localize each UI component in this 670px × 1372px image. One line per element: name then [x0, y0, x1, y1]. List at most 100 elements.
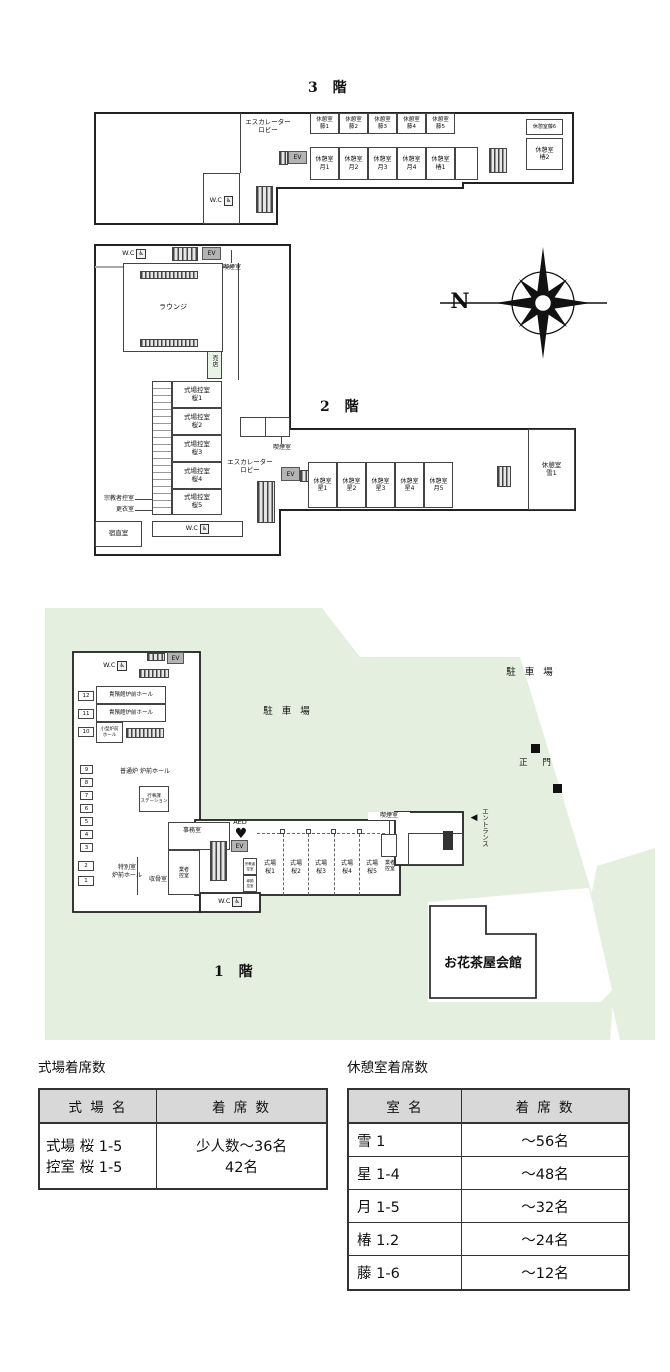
- wc-label-2f-top: W.C♿: [112, 249, 156, 259]
- floor2-title: 2 階: [320, 399, 364, 415]
- wheelchair-icon: ♿: [223, 196, 234, 206]
- floor3-escalator-lobby-label: エスカレーター ロビー: [245, 118, 291, 135]
- kaikan-label: お花茶屋会館: [443, 956, 522, 971]
- room-name-cell: 月 1-5: [349, 1190, 462, 1222]
- table-row: 式場 桜 1-5 控室 桜 1-5 少人数〜36名 42名: [40, 1124, 326, 1188]
- partition-marker: [306, 829, 311, 834]
- bench-3f: [489, 148, 507, 173]
- room-name-cell: 椿 1.2: [349, 1223, 462, 1255]
- room-tsuki1: 休憩室 月1: [310, 147, 339, 180]
- smoking-room-1f: [381, 834, 397, 857]
- gate-post-north: [531, 744, 540, 753]
- stairs-3f: [256, 186, 273, 213]
- table-row: 藤 1-6 〜12名: [349, 1256, 628, 1289]
- room-fuji4: 休憩室 藤4: [397, 113, 426, 134]
- elevator-1f-top: EV: [167, 652, 184, 664]
- seats-cell: 〜12名: [521, 1266, 569, 1282]
- elevator-3f: EV: [288, 151, 307, 164]
- elevator-1f-main: EV: [231, 840, 248, 852]
- bench-2f-right: [497, 466, 511, 487]
- clergy-leader: [135, 499, 152, 500]
- wc-text: W.C: [122, 249, 135, 257]
- room-name-cell: 雪 1: [349, 1124, 462, 1156]
- shop-label: 売店: [211, 355, 218, 367]
- rest-room-hoshi2: 休憩室 星2: [337, 462, 366, 508]
- night-duty-room: 宿直室: [95, 521, 142, 547]
- aed-heart-icon: ♥: [234, 826, 248, 842]
- room-name-cell: 藤 1-6: [349, 1256, 462, 1289]
- clergy-room-label-2f: 宗教者控室: [103, 495, 134, 502]
- shop-room: [207, 351, 222, 379]
- table-row: 星 1-4 〜48名: [349, 1157, 628, 1190]
- partition-track: [257, 833, 385, 834]
- floor1-title: 1 階: [214, 964, 258, 980]
- smoking-leader-1f: [389, 820, 390, 834]
- kaikan-building-outline: [429, 905, 537, 999]
- table-row: 月 1-5 〜32名: [349, 1190, 628, 1223]
- smoking-leader-2f-right: [281, 437, 282, 444]
- furnace-10: 10: [78, 727, 94, 737]
- room-fuji5: 休憩室 藤5: [426, 113, 455, 134]
- compass-rose: [440, 247, 607, 359]
- ceremony-hall-sakura3: 式場 桜3: [314, 860, 327, 875]
- col-header-seats: 着 席 数: [211, 1100, 272, 1116]
- smoking-room-label-2f-top: 喫煙室: [222, 264, 241, 271]
- room-tsubaki1: 休憩室 椿1: [426, 147, 455, 180]
- office-label: 事務室: [182, 827, 201, 834]
- floor3-title: 3 階: [308, 80, 352, 96]
- waiting-room-sakura3: 式場控室 桜3: [172, 435, 222, 462]
- wc-label-3f: W.C♿: [203, 196, 240, 206]
- furnace-7: 7: [80, 791, 93, 800]
- col-header-room: 室 名: [349, 1090, 462, 1122]
- col-header-hall: 式 場 名: [40, 1090, 157, 1122]
- table-header-row: 室 名 着 席 数: [349, 1090, 628, 1124]
- floor2-escalator-lobby-label: エスカレーター ロビー: [227, 458, 273, 475]
- gyojika-station: 行事課 ステーション: [139, 786, 169, 812]
- gate-post-south: [553, 784, 562, 793]
- room-fuji3: 休憩室 藤3: [368, 113, 397, 134]
- wc-room-2f-bottom: [152, 521, 243, 537]
- kihinkan-hall-1: 貴殯館炉前ホール: [96, 686, 166, 704]
- wc-text: W.C: [185, 524, 198, 532]
- hall-name-cell: 式場 桜 1-5 控室 桜 1-5: [40, 1124, 157, 1188]
- changing-leader: [135, 510, 152, 511]
- wc-text: W.C: [218, 897, 231, 905]
- aed-label: AED: [233, 818, 247, 826]
- furnace-8: 8: [80, 778, 93, 787]
- wc-text: W.C: [209, 196, 222, 204]
- furnace-4: 4: [80, 830, 93, 839]
- tokubetsu-hall-label: 特別室 炉前ホール: [111, 864, 142, 879]
- wc-label-1f-bottom: W.C♿: [200, 897, 260, 907]
- entrance-label: エントランス: [480, 808, 489, 847]
- wc-label-2f-bottom: W.C♿: [152, 524, 243, 534]
- table-row: 雪 1 〜56名: [349, 1124, 628, 1157]
- hall-divider: [334, 834, 335, 895]
- rest-room-tsuki5: 休憩室 月5: [424, 462, 453, 508]
- room-unlabeled-3f: [455, 147, 478, 180]
- room-name-cell: 星 1-4: [349, 1157, 462, 1189]
- ceremony-hall-sakura4: 式場 桜4: [340, 860, 353, 875]
- site-grounds-green-right: [591, 848, 655, 1040]
- ceremony-table-title: 式場着席数: [38, 1060, 106, 1076]
- room-tsuki2: 休憩室 月2: [339, 147, 368, 180]
- seats-cell: 〜32名: [521, 1199, 569, 1216]
- furnace-3: 3: [80, 843, 93, 852]
- compass-north-label: N: [450, 288, 470, 313]
- furnace-11: 11: [78, 709, 94, 719]
- partition-marker: [331, 829, 336, 834]
- table-row: 椿 1.2 〜24名: [349, 1223, 628, 1256]
- furnace-2: 2: [78, 861, 94, 871]
- parking-label-right: 駐 車 場: [506, 667, 556, 678]
- smoking-room-label-1f: 喫煙室: [368, 812, 410, 820]
- elevator-2f-right: EV: [281, 467, 300, 481]
- ceremony-hall-sakura1: 式場 桜1: [263, 860, 276, 875]
- kogata-hall: 小型炉前 ホール: [96, 722, 123, 743]
- stairs-1f-top: [147, 653, 165, 661]
- rest-table-title: 休憩室着席数: [347, 1060, 428, 1076]
- room-tsuki3: 休憩室 月3: [368, 147, 397, 180]
- rest-room-hoshi3: 休憩室 星3: [366, 462, 395, 508]
- partition-marker: [280, 829, 285, 834]
- hall-divider: [359, 834, 360, 895]
- partition-marker: [357, 829, 362, 834]
